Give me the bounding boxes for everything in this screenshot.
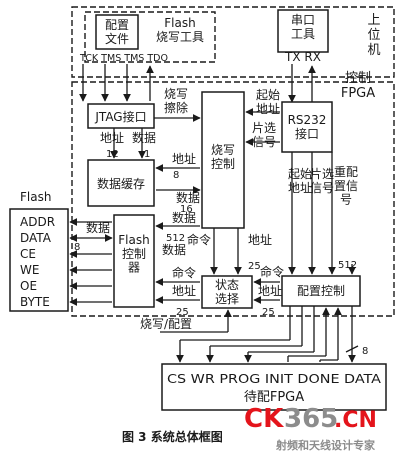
data-buffer-label: 数据缓存 <box>97 176 145 191</box>
bus-width-1: 1 <box>144 149 150 160</box>
jtag-interface-label: JTAG接口 <box>94 109 146 124</box>
bus-width-25-b: 25 <box>176 307 189 318</box>
watermark-cn: .CN <box>334 408 377 433</box>
burn-erase-label: 烧写擦除 <box>164 87 188 115</box>
state-select-box <box>201 275 253 309</box>
buffer-address-label: 地址 <box>172 152 196 166</box>
chip-select-v-label: 片选信号 <box>310 167 334 195</box>
flash-controller-box <box>113 214 155 308</box>
flash-data-label: 数据 <box>172 210 196 225</box>
flash-data-bus-label: 数据 <box>86 220 110 235</box>
config-address-label: 地址 <box>258 284 282 298</box>
config-data-width: 8 <box>362 346 368 357</box>
bus-width-12: 12 <box>106 149 119 160</box>
burn-address-label: 地址 <box>248 233 272 247</box>
bus-width-25-a: 25 <box>248 261 261 272</box>
config-command-label: 命令 <box>260 264 284 279</box>
target-fpga-pins: CS WR PROG INIT DONE DATA <box>167 372 382 386</box>
bus-width-16: 16 <box>180 204 193 215</box>
flash-bus-width-8: 8 <box>74 242 80 253</box>
watermark-ck: CK <box>244 404 284 434</box>
flash-chip-title: Flash <box>20 190 51 204</box>
serial-tool-label: 串口工具 <box>291 13 315 41</box>
burn-command-label: 命令 <box>187 232 211 247</box>
serial-pins-label: TX RX <box>284 50 321 64</box>
config-data-tick <box>345 345 359 353</box>
flash-data-label-2: 数据 <box>162 242 186 257</box>
config-control-box <box>281 275 361 307</box>
flash-pin-list: ADDR DATA CE WE OE BYTE <box>20 215 55 309</box>
bus-width-512: 512 <box>166 233 185 244</box>
upper-computer-region <box>71 6 395 78</box>
config-file-label: 配置文件 <box>105 18 129 46</box>
flash-tool-panel <box>84 11 216 63</box>
flash-pin-addr: ADDR <box>20 215 55 229</box>
start-address-label: 起始地址 <box>256 88 280 116</box>
data-buffer-box <box>87 159 155 207</box>
watermark-logo: CK 365 .CN 射频和天线设计专家 <box>244 404 377 452</box>
upper-computer-label: 上位机 <box>367 13 380 58</box>
target-fpga-label: 待配FPGA <box>244 390 304 405</box>
figure-caption: 图 3 系统总体框图 <box>122 429 223 444</box>
state-command-label: 命令 <box>172 265 196 280</box>
rs232-interface-box <box>281 101 333 153</box>
flash-pin-data: DATA <box>20 231 52 245</box>
buffer-data-label: 数据 <box>176 190 200 205</box>
chip-select-label: 片选信号 <box>252 121 276 149</box>
flash-pin-oe: OE <box>20 279 37 293</box>
start-address-v-label: 起始地址 <box>288 167 312 195</box>
jtag-pins-label: TCK TMS TMS TDO <box>79 53 168 64</box>
reconfig-label: 重配置信号 <box>334 165 358 207</box>
watermark-365: 365 <box>284 404 338 434</box>
watermark-slogan: 射频和天线设计专家 <box>275 438 376 452</box>
jtag-address-label: 地址 <box>100 131 124 145</box>
control-fpga-region <box>71 81 395 317</box>
burn-config-label: 烧写/配置 <box>140 317 192 331</box>
serial-tool-box <box>277 9 329 53</box>
flash-pin-we: WE <box>20 263 39 277</box>
config-512-label: 512 <box>338 260 357 271</box>
target-fpga-box <box>161 363 387 411</box>
bus-width-8: 8 <box>173 170 179 181</box>
burn-control-box <box>201 91 245 229</box>
flash-pin-ce: CE <box>20 247 36 261</box>
burn-control-label: 烧写控制 <box>211 143 235 171</box>
config-control-label: 配置控制 <box>297 284 345 298</box>
jtag-interface-box <box>87 103 155 129</box>
state-address-label: 地址 <box>172 284 196 298</box>
config-file-box <box>95 14 139 50</box>
flash-chip-box <box>9 208 69 312</box>
bus-width-25-c: 25 <box>262 307 275 318</box>
flash-pin-byte: BYTE <box>20 295 50 309</box>
state-select-label: 状态选择 <box>215 278 239 306</box>
jtag-data-label: 数据 <box>132 130 156 145</box>
